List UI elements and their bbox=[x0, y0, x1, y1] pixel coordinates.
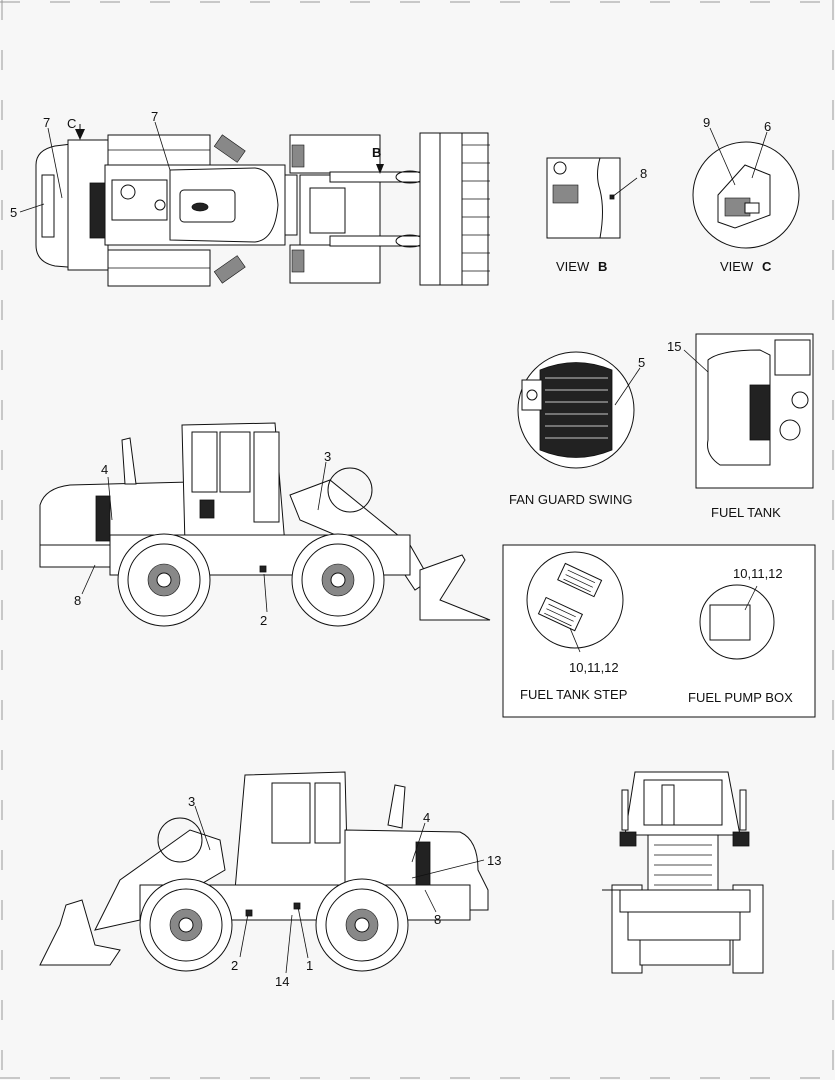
side-view-right bbox=[39, 771, 489, 974]
top-view-loader bbox=[19, 121, 490, 287]
callout-5: 5 bbox=[10, 205, 17, 220]
pump-callouts: 10,11,12 bbox=[733, 566, 783, 581]
side-view-left bbox=[39, 422, 491, 627]
view-b-caption-letter: B bbox=[598, 259, 607, 274]
callout-4: 4 bbox=[423, 810, 430, 825]
callout-7: 7 bbox=[151, 109, 158, 124]
callout-b: B bbox=[372, 145, 381, 160]
callout-7: 7 bbox=[43, 115, 50, 130]
fuel-tank-caption: FUEL TANK bbox=[711, 505, 781, 520]
fan-guard-detail bbox=[517, 351, 641, 469]
view-c-caption-letter: C bbox=[762, 259, 772, 274]
view-c-detail bbox=[692, 127, 800, 249]
callout-3: 3 bbox=[324, 449, 331, 464]
callout-2: 2 bbox=[260, 613, 267, 628]
front-view bbox=[602, 771, 764, 974]
callout-13: 13 bbox=[487, 853, 501, 868]
fuel-tank-step-caption: FUEL TANK STEP bbox=[520, 687, 627, 702]
callout-2: 2 bbox=[231, 958, 238, 973]
callout-14: 14 bbox=[275, 974, 289, 989]
fuel-step-pump-panel bbox=[502, 544, 816, 718]
callout-15: 15 bbox=[667, 339, 681, 354]
fuel-pump-box-caption: FUEL PUMP BOX bbox=[688, 690, 793, 705]
callout-8: 8 bbox=[640, 166, 647, 181]
callout-9: 9 bbox=[703, 115, 710, 130]
callout-5: 5 bbox=[638, 355, 645, 370]
fuel-tank-detail bbox=[683, 333, 814, 489]
view-c-caption-prefix: VIEW bbox=[720, 259, 754, 274]
callout-8: 8 bbox=[74, 593, 81, 608]
view-b-caption-prefix: VIEW bbox=[556, 259, 590, 274]
callout-4: 4 bbox=[101, 462, 108, 477]
callout-3: 3 bbox=[188, 794, 195, 809]
fan-guard-caption: FAN GUARD SWING bbox=[509, 492, 633, 507]
callout-8: 8 bbox=[434, 912, 441, 927]
view-b-detail bbox=[546, 157, 638, 239]
step-callouts: 10,11,12 bbox=[569, 660, 619, 675]
callout-c: C bbox=[67, 116, 76, 131]
callout-6: 6 bbox=[764, 119, 771, 134]
callout-1: 1 bbox=[306, 958, 313, 973]
